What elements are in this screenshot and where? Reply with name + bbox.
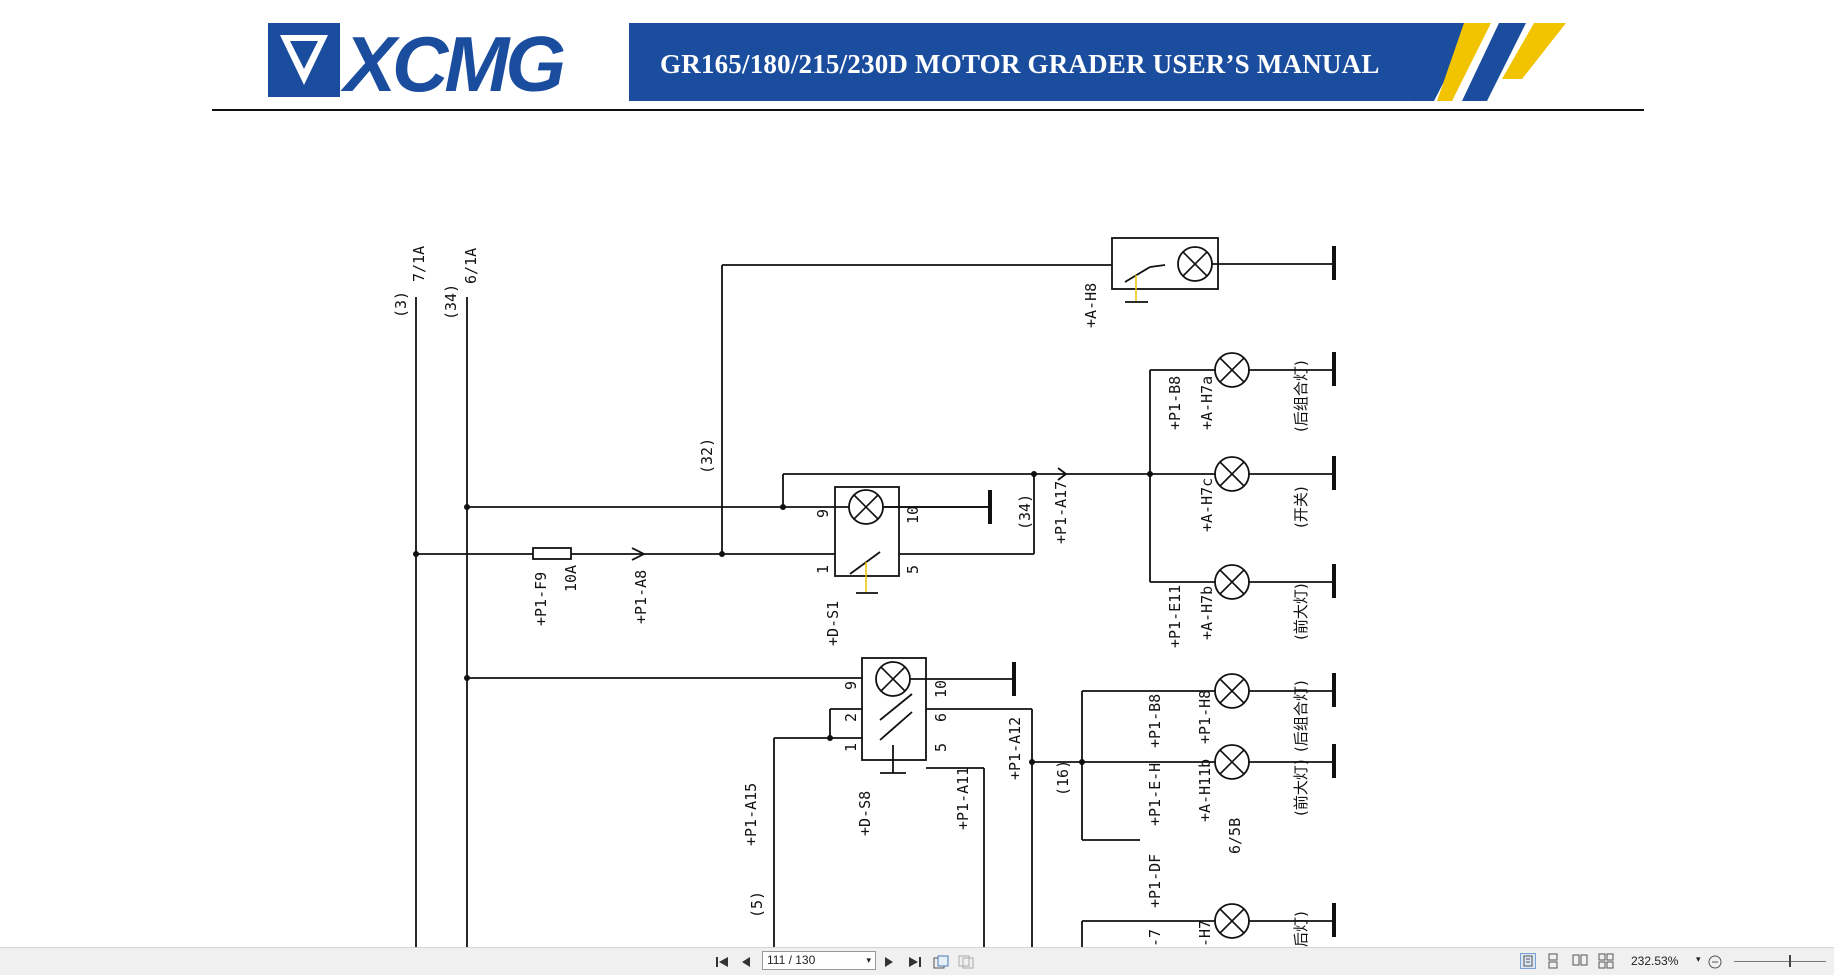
label-lamp-h7c-cn: (开关) xyxy=(1292,486,1310,528)
label-pin-9a: 9 xyxy=(814,509,832,518)
label-wire-16: (16) xyxy=(1054,760,1072,796)
zoom-slider-thumb[interactable] xyxy=(1789,955,1791,967)
label-lamp-h7: -H7 xyxy=(1196,920,1214,947)
label-conn-a15: +P1-A15 xyxy=(742,783,760,846)
continuous-view-icon[interactable] xyxy=(1546,953,1562,969)
page-number-field[interactable]: 111 / 130 ▾ xyxy=(762,951,876,970)
manual-title: GR165/180/215/230D MOTOR GRADER USER’S M… xyxy=(660,49,1380,79)
label-conn-e11: +P1-E11 xyxy=(1166,585,1184,648)
label-wire-34b: (34) xyxy=(1016,494,1034,530)
first-page-icon[interactable] xyxy=(712,952,732,972)
header-divider xyxy=(212,109,1644,111)
next-view-icon[interactable] xyxy=(956,952,976,972)
label-conn-b8-low: +P1-B8 xyxy=(1146,694,1164,748)
label-lamp-h7-cn: 后灯) xyxy=(1292,911,1310,947)
zoom-out-icon[interactable] xyxy=(1707,952,1723,972)
label-wire-32: (32) xyxy=(698,438,716,474)
label-fuse-f9: +P1-F9 xyxy=(532,572,550,626)
page-dropdown-icon[interactable]: ▾ xyxy=(866,955,871,965)
xcmg-logo: XCMG xyxy=(268,21,568,99)
label-lamp-h8-top: +A-H8 xyxy=(1082,283,1100,328)
label-pin-10b: 10 xyxy=(932,680,950,698)
facing-view-icon[interactable] xyxy=(1572,953,1588,969)
label-lamp-h8-low-cn: (后组合灯) xyxy=(1292,680,1310,752)
label-switch-s1: +D-S1 xyxy=(824,601,842,646)
label-switch-s8: +D-S8 xyxy=(856,791,874,836)
label-lamp-h7b-cn: (前大灯) xyxy=(1292,583,1310,640)
label-conn-a8: +P1-A8 xyxy=(632,570,650,624)
zoom-slider-track[interactable] xyxy=(1734,961,1826,962)
label-lamp-h8-low: +P1-H8 xyxy=(1196,690,1214,744)
label-lamp-h7a-cn: (后组合灯) xyxy=(1292,360,1310,432)
document-viewport[interactable]: XCMG GR165/180/215/230D MOTOR GRADER USE… xyxy=(0,0,1834,947)
label-wire-3: (3) xyxy=(392,291,410,318)
label-pin-1a: 1 xyxy=(814,565,832,574)
label-pin-1b: 1 xyxy=(842,743,860,752)
label-pin-5b: 5 xyxy=(932,743,950,752)
zoom-level[interactable]: 232.53% xyxy=(1631,954,1679,968)
label-lamp-h7a: +A-H7a xyxy=(1198,376,1216,430)
prev-page-icon[interactable] xyxy=(736,952,756,972)
label-lamp-h7b: +A-H7b xyxy=(1198,586,1216,640)
label-conn-df: +P1-DF xyxy=(1146,854,1164,908)
single-page-view-icon[interactable] xyxy=(1520,953,1536,969)
label-pin-5a: 5 xyxy=(904,565,922,574)
logo-text: XCMG xyxy=(340,21,564,99)
label-lamp-h7c: +A-H7c xyxy=(1198,478,1216,532)
label-wire-34a: (34) xyxy=(442,284,460,320)
label-conn-a12: +P1-A12 xyxy=(1006,717,1024,780)
label-ref-6-1a: 6/1A xyxy=(462,248,480,284)
previous-view-icon[interactable] xyxy=(931,952,951,972)
label-ref-6-5b: 6/5B xyxy=(1226,818,1244,854)
label-pin-6: 6 xyxy=(932,713,950,722)
continuous-facing-view-icon[interactable] xyxy=(1598,953,1614,969)
label-conn-a17: +P1-A17 xyxy=(1052,481,1070,544)
label-pin-2: 2 xyxy=(842,713,860,722)
next-page-icon[interactable] xyxy=(879,952,899,972)
wiring-schematic: (3) 7/1A (34) 6/1A (32) +P1-F9 10A +P1-A… xyxy=(392,237,1336,947)
label-wire-5: (5) xyxy=(748,891,766,918)
label-lamp-h11b-cn: (前大灯) xyxy=(1292,759,1310,816)
label-ref-7-1a: 7/1A xyxy=(410,246,428,282)
label-lamp-h11b: +A-H11b xyxy=(1196,759,1214,822)
zoom-dropdown-icon[interactable]: ▾ xyxy=(1696,954,1701,964)
page-indicator: 111 / 130 xyxy=(767,953,816,967)
manual-banner xyxy=(629,23,1566,101)
label-conn-a11: +P1-A11 xyxy=(954,767,972,830)
label-conn-e-h: +P1-E-H xyxy=(1146,763,1164,826)
last-page-icon[interactable] xyxy=(905,952,925,972)
label-fuse-rating: 10A xyxy=(562,565,580,592)
label-conn-b8-top: +P1-B8 xyxy=(1166,376,1184,430)
label-pin-9b: 9 xyxy=(842,681,860,690)
viewer-toolbar: 111 / 130 ▾ 232.53% ▾ xyxy=(0,947,1834,975)
label-pin-10a: 10 xyxy=(904,506,922,524)
label-conn-7: -7 xyxy=(1146,929,1164,947)
